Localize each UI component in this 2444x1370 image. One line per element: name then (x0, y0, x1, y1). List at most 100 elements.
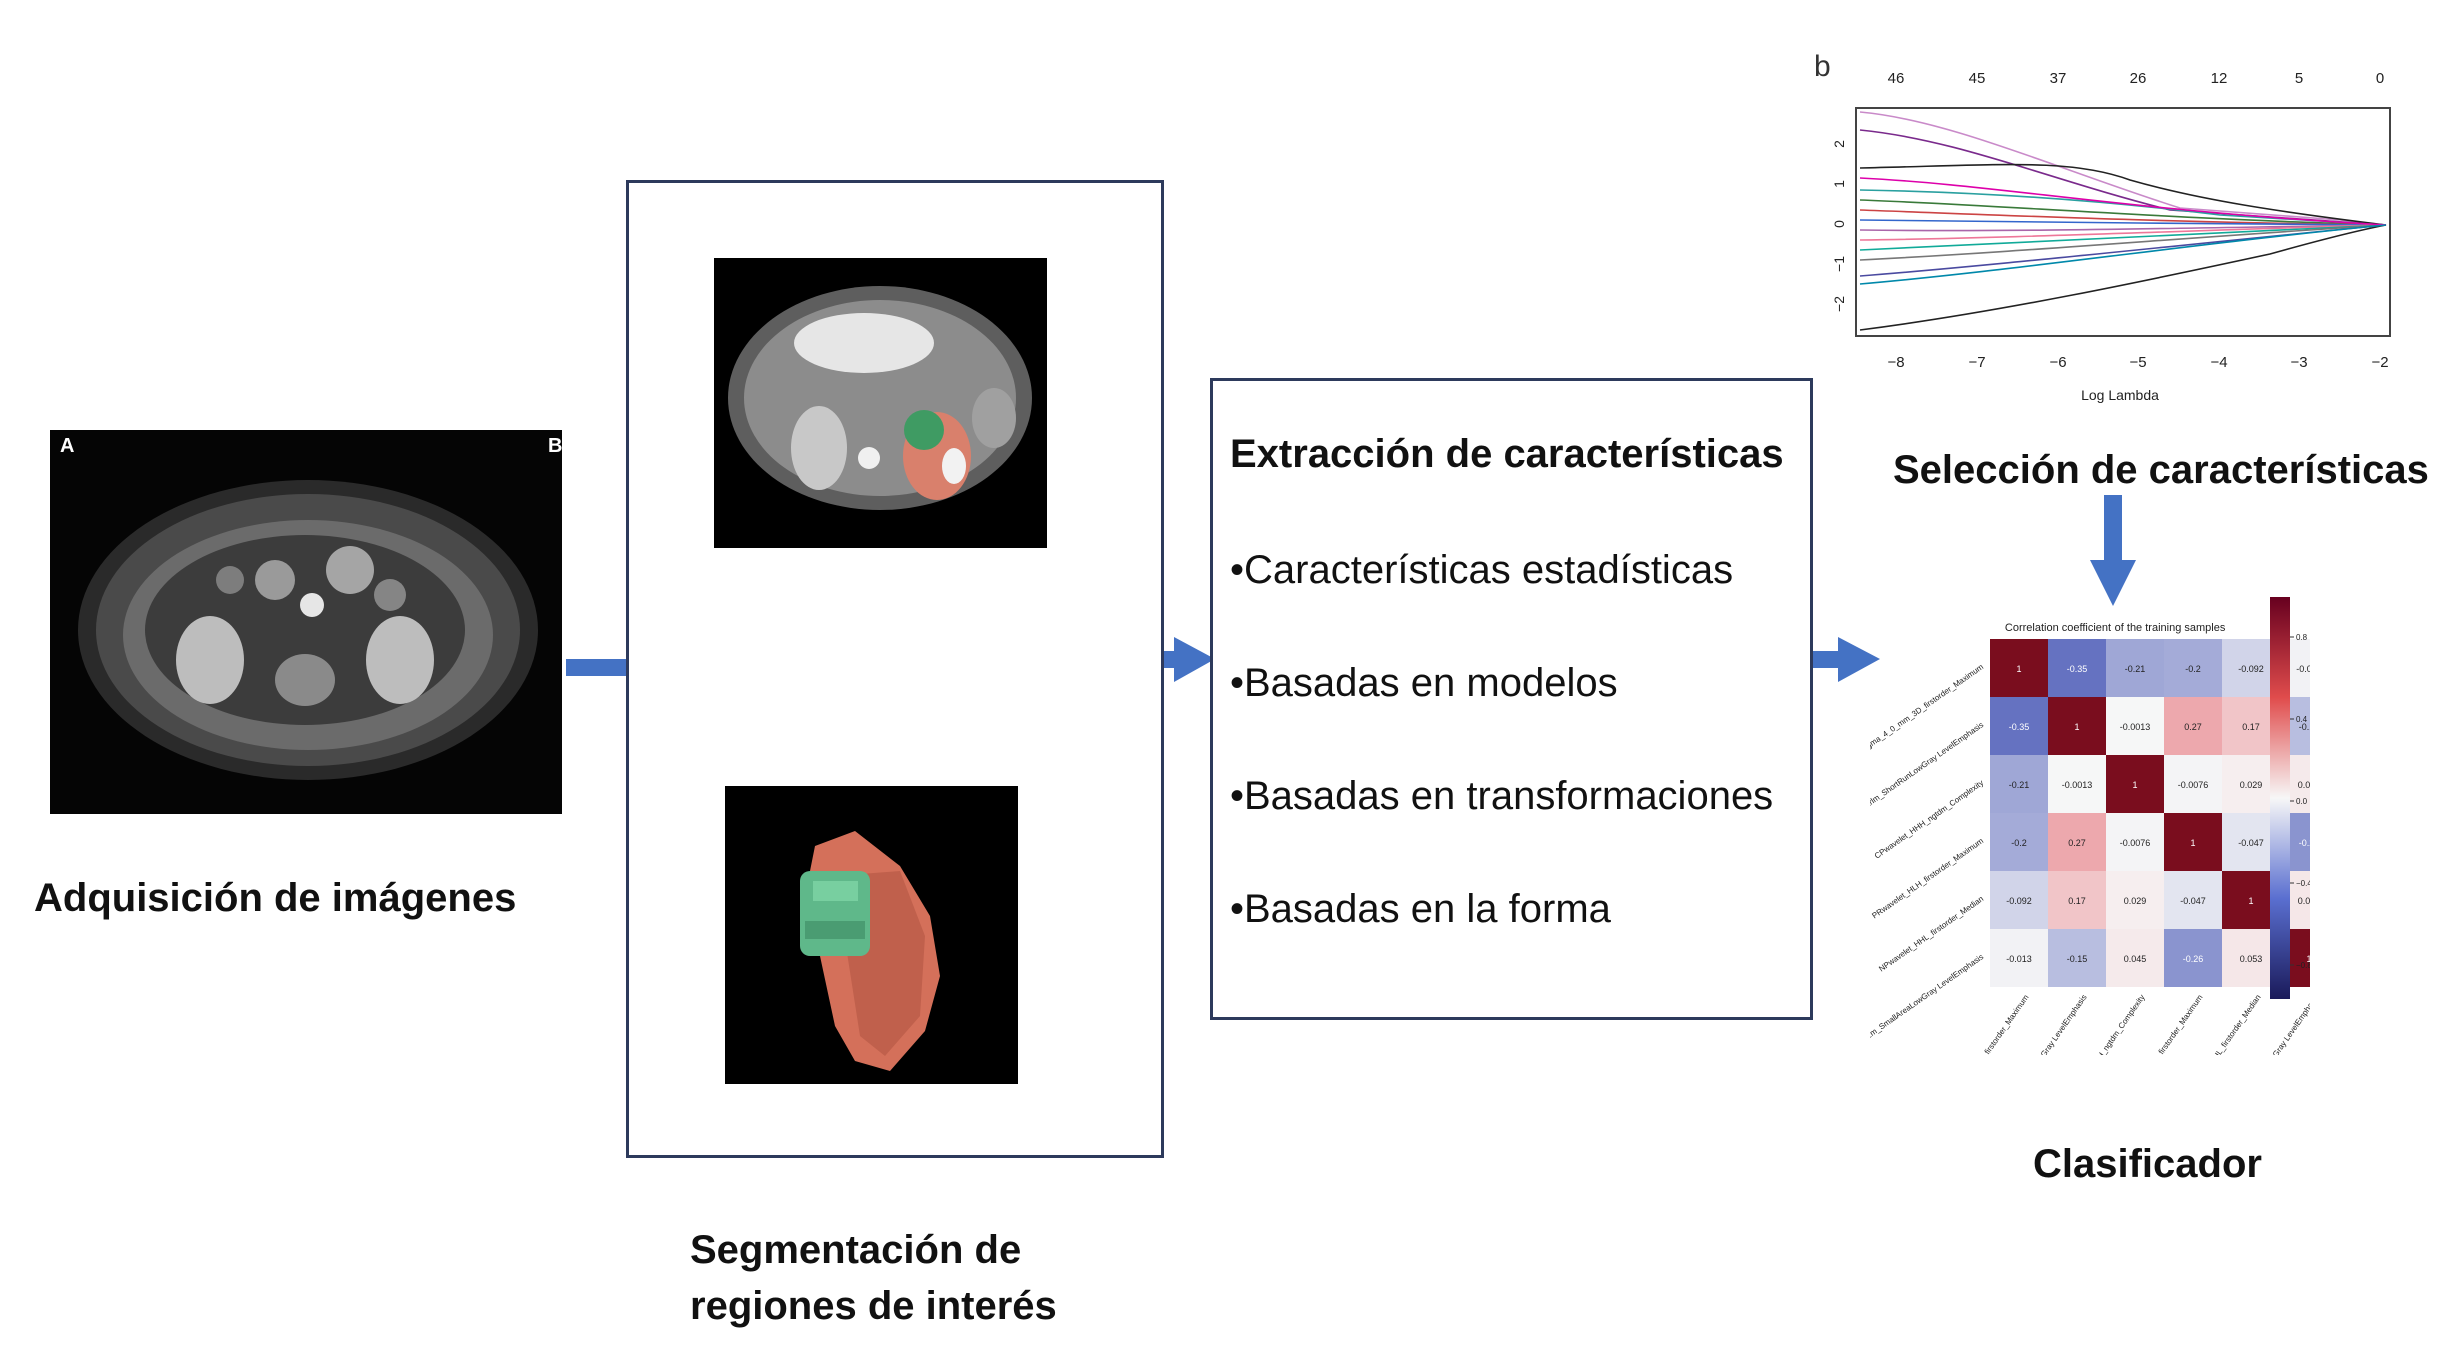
heatmap-cell-label: -0.0013 (2062, 780, 2093, 790)
heatmap-cell (2164, 813, 2222, 871)
mri-acquisition-image: A B (50, 430, 562, 814)
heatmap-cell (1990, 755, 2048, 813)
heatmap-cell-label: 0.045 (2124, 954, 2147, 964)
heatmap-cell-label: -0.092 (2238, 664, 2264, 674)
heatmap-cell (2048, 697, 2106, 755)
heatmap-cell-label: -0.21 (2125, 664, 2146, 674)
lasso-y-tick: 1 (1831, 180, 1847, 188)
lasso-path-plot: b 46 45 37 26 12 5 0 2 1 0 −1 −2 −8 −7 −… (1814, 50, 2391, 403)
heatmap-cell (2164, 697, 2222, 755)
lasso-top-tick: 37 (2050, 70, 2067, 87)
heatmap-cell-label: -0.15 (2299, 722, 2310, 732)
heatmap-cell-label: 0.27 (2184, 722, 2202, 732)
heatmap-cell-label: -0.35 (2067, 664, 2088, 674)
heatmap-cell-label: 0.053 (2240, 954, 2263, 964)
lasso-top-tick: 26 (2130, 70, 2147, 87)
lasso-path (1859, 199, 2387, 226)
heatmap-cell-label: 1 (2190, 838, 2195, 848)
heatmap-cell (2048, 755, 2106, 813)
heatmap-cell-label: 0.029 (2240, 780, 2263, 790)
lasso-path (1859, 224, 2387, 241)
heatmap-cell (2106, 929, 2164, 987)
lasso-bottom-ticks: −8 −7 −6 −5 −4 −3 −2 (1887, 354, 2388, 371)
heatmap-cell (2106, 871, 2164, 929)
heatmap-title-left: Correlation coefficient (2005, 622, 2111, 634)
lasso-y-tick: 0 (1831, 220, 1847, 228)
mri-corner-label-right: B (548, 435, 562, 457)
lasso-panel-letter: b (1814, 50, 1831, 83)
heatmap-row-labels: CPlog_sigma_4_0_mm_3D_firstorder_Maximum… (1870, 662, 1985, 1055)
heatmap-cell (2048, 639, 2106, 697)
lasso-y-tick: −1 (1831, 256, 1847, 272)
caption-segmentation-line2: regiones de interés (690, 1284, 1057, 1328)
heatmap-cell (2164, 929, 2222, 987)
lasso-bottom-tick: −7 (1968, 354, 1985, 371)
segmentation-overlay-image (714, 258, 1047, 548)
mri-corner-label-left: A (60, 435, 74, 457)
colorbar-tick-label: −0.8 (2296, 961, 2310, 970)
heatmap-cell-label: 1 (2248, 896, 2253, 906)
heatmap-column-label: CPlog_sigma_4_0_mm_3D_firstorder_Maximum (1924, 993, 2031, 1055)
lasso-top-tick: 45 (1969, 70, 1986, 87)
lasso-bottom-tick: −8 (1887, 354, 1904, 371)
heatmap-row-label: CPlog_sigma_4_0_mm_3D_firstorder_Maximum (1870, 662, 1985, 769)
heatmap-cell (2106, 697, 2164, 755)
colorbar-tick-label: 0.8 (2296, 633, 2308, 642)
heatmap-cell (2106, 813, 2164, 871)
mri-scan-graphic: A B (50, 430, 562, 814)
heatmap-cell-label: -0.092 (2006, 896, 2032, 906)
lasso-path (1859, 177, 2387, 226)
lasso-path (1859, 163, 2387, 226)
segmentation-3d-render-image (725, 786, 1018, 1084)
feature-item-shape-based: •Basadas en la forma (1230, 887, 1611, 931)
lasso-path (1859, 189, 2387, 226)
lasso-top-tick: 12 (2211, 70, 2228, 87)
feature-item-transform-based: •Basadas en transformaciones (1230, 774, 1774, 818)
colorbar-tick-label: 0.0 (2296, 797, 2308, 806)
heatmap-cell-label: 1 (2132, 780, 2137, 790)
lasso-bottom-tick: −3 (2290, 354, 2307, 371)
heatmap-cell-label: -0.15 (2067, 954, 2088, 964)
heatmap-cell-label: 0.17 (2068, 896, 2086, 906)
lasso-y-ticks: 2 1 0 −1 −2 (1831, 140, 1847, 312)
heatmap-cell-label: -0.013 (2006, 954, 2032, 964)
heatmap-cell-label: -0.35 (2009, 722, 2030, 732)
lasso-top-tick: 5 (2295, 70, 2303, 87)
heatmap-cell-label: -0.047 (2238, 838, 2264, 848)
heatmap-cell (1990, 813, 2048, 871)
heatmap-cell-label: 0.27 (2068, 838, 2086, 848)
heatmap-cell-label: -0.0076 (2178, 780, 2209, 790)
caption-classifier: Clasificador (2033, 1142, 2262, 1186)
heatmap-cell (2106, 755, 2164, 813)
heatmap-cell-label: -0.047 (2180, 896, 2206, 906)
heatmap-colorbar-ticks: 0.80.40.0−0.4−0.8 (2290, 633, 2310, 970)
feature-extraction-title: Extracción de características (1230, 432, 1784, 476)
lasso-path (1859, 219, 2387, 226)
lasso-bottom-tick: −6 (2049, 354, 2066, 371)
heatmap-cell-label: 0.17 (2242, 722, 2260, 732)
feature-item-statistical: •Características estadísticas (1230, 548, 1734, 592)
heatmap-cells: 1-0.35-0.21-0.2-0.092-0.013-0.351-0.0013… (1990, 639, 2310, 987)
lasso-x-axis-label: Log Lambda (2081, 387, 2159, 403)
lasso-bottom-tick: −5 (2129, 354, 2146, 371)
heatmap-cell (1990, 929, 2048, 987)
heatmap-cell-label: -0.0076 (2120, 838, 2151, 848)
heatmap-cell (2164, 639, 2222, 697)
segmentation-slice-graphic (714, 258, 1047, 548)
heatmap-colorbar (2270, 597, 2290, 999)
heatmap-cell-label: -0.21 (2009, 780, 2030, 790)
heatmap-cell-label: 0.045 (2298, 780, 2310, 790)
heatmap-cell (2164, 755, 2222, 813)
feature-item-model-based: •Basadas en modelos (1230, 661, 1618, 705)
lasso-bottom-tick: −2 (2371, 354, 2388, 371)
lasso-plot-frame (1855, 107, 2391, 337)
heatmap-cell (1990, 639, 2048, 697)
feature-extraction-box (1210, 378, 1813, 1020)
heatmap-column-labels: CPlog_sigma_4_0_mm_3D_firstorder_Maximum… (1924, 993, 2310, 1055)
lasso-path (1859, 224, 2387, 261)
lasso-top-tick: 0 (2376, 70, 2384, 87)
lasso-path (1859, 111, 2387, 226)
lasso-path (1859, 224, 2387, 331)
heatmap-cell (2106, 639, 2164, 697)
correlation-heatmap: Correlation coefficient of the training … (1870, 597, 2310, 1055)
